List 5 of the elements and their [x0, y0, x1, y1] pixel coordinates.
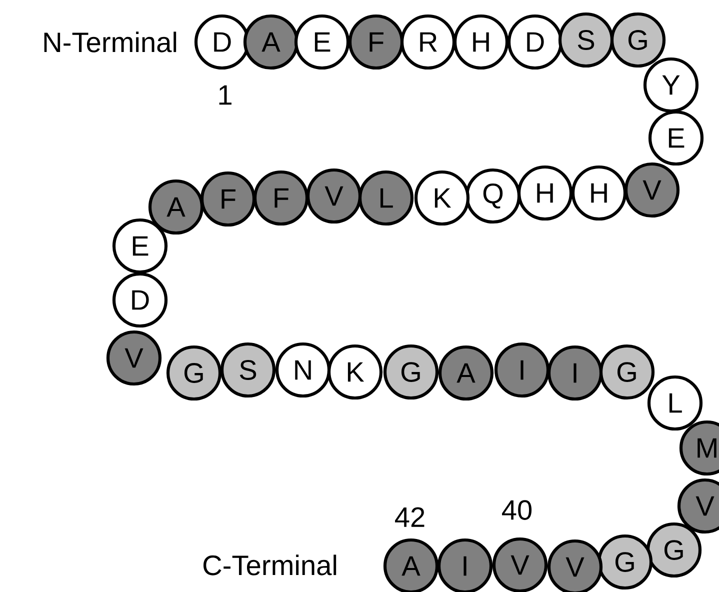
residue-number: 40 — [502, 500, 532, 520]
terminal-label: N-Terminal — [44, 32, 176, 52]
residue-number: 42 — [395, 507, 424, 527]
residue-number: 1 — [219, 85, 232, 105]
terminal-label: C-Terminal — [203, 554, 336, 576]
